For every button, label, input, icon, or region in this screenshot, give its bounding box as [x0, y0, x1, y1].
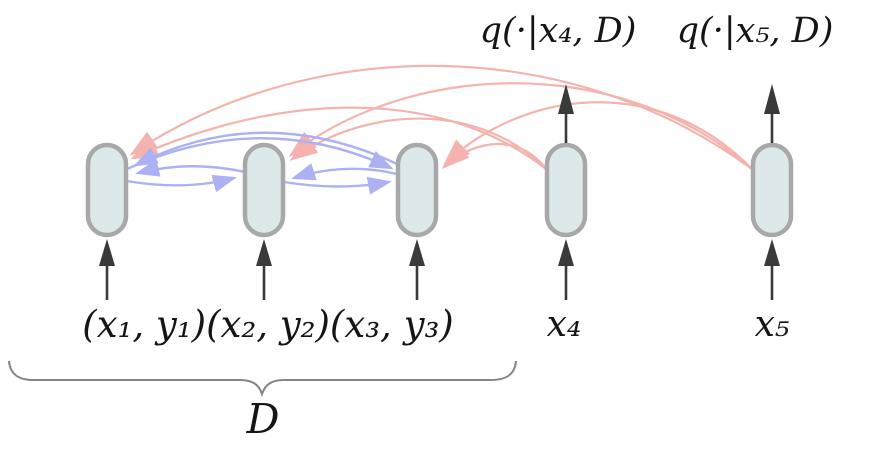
token-node-4 — [544, 142, 588, 238]
attn-5-to-2-arrow — [288, 82, 753, 170]
input-arrow-2 — [256, 239, 272, 300]
output-arrow-4 — [558, 84, 574, 143]
output-arrow-5 — [764, 84, 780, 143]
input-arrow-3 — [409, 239, 425, 300]
attn-2-to-3-arrow — [283, 176, 392, 195]
token-node-3 — [395, 142, 439, 238]
token-node-2 — [242, 142, 286, 238]
dataset-pairs-label: (x₁, y₁)(x₂, y₂)(x₃, y₃) — [82, 303, 454, 346]
dataset-name-label: D — [246, 395, 280, 443]
dataset-underbrace — [8, 360, 517, 398]
input-arrow-4 — [558, 239, 574, 300]
query-input-label-x5: x₅ — [754, 304, 790, 345]
attn-3-to-1-arrow — [133, 131, 398, 167]
attn-3-to-2-arrow — [291, 163, 398, 181]
input-arrows — [99, 239, 780, 300]
attn-2-to-1-arrow — [135, 159, 246, 177]
attn-1-to-3-arrow — [126, 137, 394, 171]
input-arrow-5 — [764, 239, 780, 300]
token-node-1 — [85, 142, 129, 238]
output-distribution-label-q4: q(·|x₄, D) — [479, 11, 637, 51]
token-node-5 — [750, 142, 794, 238]
output-distribution-label-q5: q(·|x₅, D) — [676, 11, 834, 51]
output-arrows — [558, 84, 780, 143]
attn-5-to-3-arrow — [442, 101, 753, 170]
token-nodes — [85, 142, 794, 238]
attn-5-to-1-arrow — [129, 64, 753, 170]
attn-1-to-2-arrow — [126, 174, 237, 193]
attn-4-to-1-arrow — [130, 106, 547, 170]
attn-4-to-2-arrow — [289, 117, 547, 170]
context-self-attention-arrows — [126, 131, 398, 195]
query-to-context-attention-arrows — [129, 64, 753, 170]
query-input-label-x4: x₄ — [546, 304, 582, 345]
input-arrow-1 — [99, 239, 115, 300]
